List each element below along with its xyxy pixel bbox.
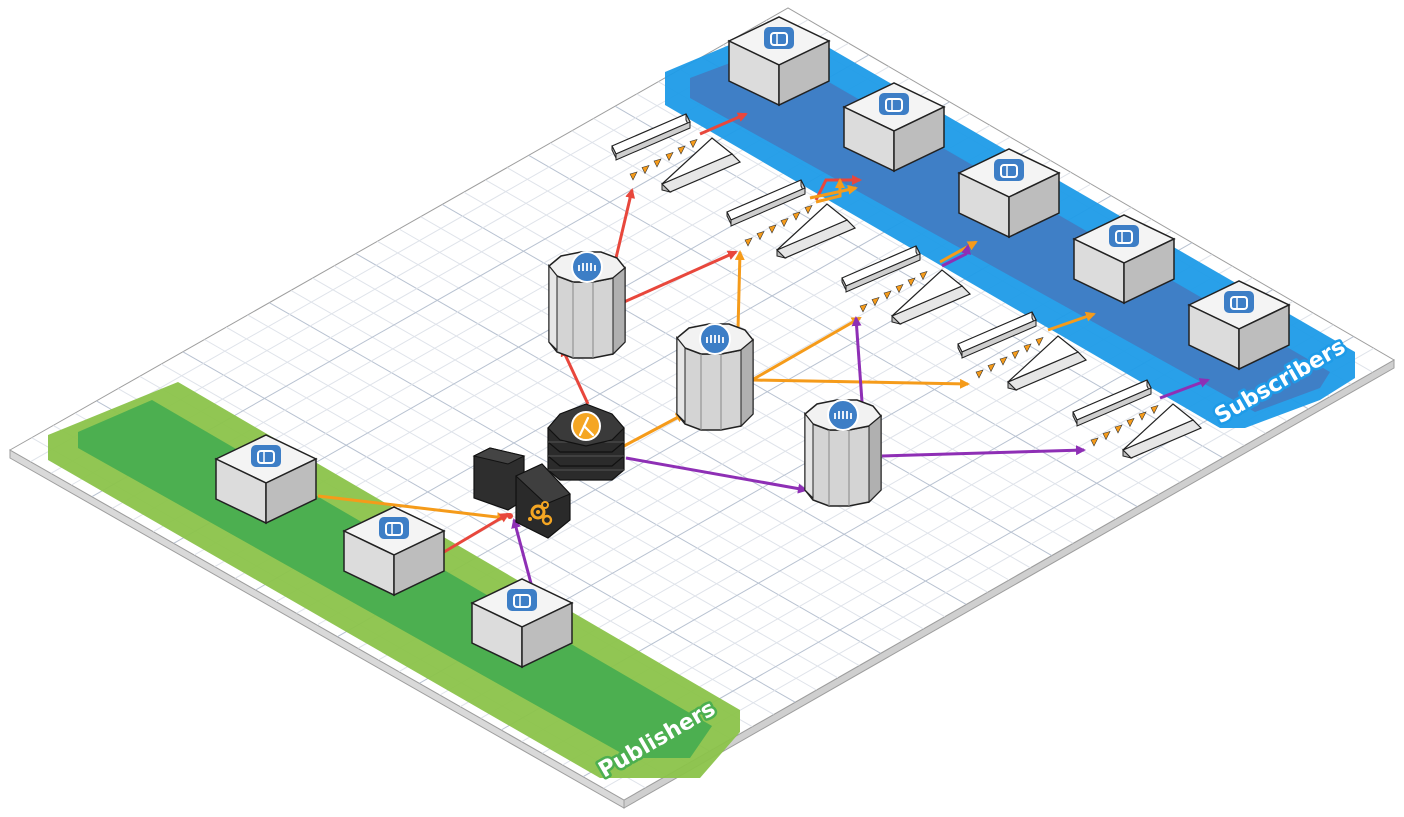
arrow-queue1-gate2 [623, 250, 738, 304]
nodes [214, 16, 1291, 669]
gate-3 [841, 245, 972, 325]
arrow-gate1-sub1 [699, 112, 748, 136]
publisher-2 [342, 506, 446, 597]
arrow-queue2-gate3 [751, 316, 862, 382]
chevron-icon [1150, 405, 1159, 415]
chevron-icon [641, 165, 650, 175]
chevron-icon [1035, 337, 1044, 347]
gate-5 [1072, 379, 1203, 459]
arrow-gate2-sub2-b [809, 184, 858, 200]
arrow-lambda-queue1 [560, 346, 590, 405]
chevron-icon [859, 303, 868, 313]
arrow-queue3-gate3 [851, 316, 864, 403]
client-icon [507, 589, 537, 611]
chevron-icon [653, 158, 662, 168]
client-icon [764, 27, 794, 49]
chevron-icon [1126, 418, 1135, 428]
client-icon [994, 159, 1024, 181]
arrow-gate2-sub2-red [814, 175, 862, 201]
gateway [472, 447, 571, 539]
arrow-pub1-gateway [317, 494, 507, 523]
subscriber-gates [611, 113, 1203, 459]
arrow-gate3-sub3-purple [941, 244, 971, 268]
publisher-3 [470, 578, 574, 669]
message-flows [317, 112, 1210, 603]
subscriber-5 [1187, 280, 1291, 371]
gate-4 [957, 311, 1088, 391]
chevron-icon [744, 237, 753, 247]
chevron-icon [883, 290, 892, 300]
subscriber-3 [957, 148, 1061, 239]
chevron-icon [689, 139, 698, 149]
chevron-icon [999, 356, 1008, 366]
subscriber-4 [1072, 214, 1176, 305]
subscriber-1 [727, 16, 831, 107]
chevron-icon [987, 363, 996, 373]
gateway-gear-icon [528, 501, 553, 526]
chevron-icon [919, 271, 928, 281]
arrow-queue1-gate1 [614, 188, 636, 259]
client-icon [1109, 225, 1139, 247]
chevron-icon [895, 284, 904, 294]
chevron-icon [1011, 350, 1020, 360]
chevron-icon [1090, 437, 1099, 447]
client-icon [879, 93, 909, 115]
chevron-icon [907, 277, 916, 287]
queue-2 [675, 323, 755, 431]
chevron-icon [780, 218, 789, 228]
client-icon [379, 517, 409, 539]
chevron-icon [975, 369, 984, 379]
arrow-gate4-sub4 [1047, 311, 1096, 332]
arrow-lambda-queue3 [625, 456, 808, 494]
publisher-1 [214, 434, 318, 525]
queue-icon [827, 399, 859, 431]
chevron-icon [629, 171, 638, 181]
chevron-icon [768, 224, 777, 234]
chevron-icon [1023, 343, 1032, 353]
chevron-icon [1114, 424, 1123, 434]
chevron-icon [871, 297, 880, 307]
gate-1 [611, 113, 742, 193]
arrow-pub2-gateway [443, 512, 510, 554]
gate-2 [726, 179, 857, 259]
queue-3 [803, 399, 883, 507]
arrow-gate5-sub5 [1159, 378, 1210, 400]
chevron-icon [1138, 411, 1147, 421]
chevron-icon [792, 211, 801, 221]
client-icon [251, 445, 281, 467]
subscriber-2 [842, 82, 946, 173]
arrow-queue3-gate5 [881, 445, 1086, 458]
queue-icon [699, 323, 731, 355]
arrow-queue2-gate2 [734, 250, 745, 331]
chevron-icon [1102, 431, 1111, 441]
arrow-lambda-queue2 [623, 412, 686, 448]
queue-icon [571, 251, 603, 283]
lambda-stack [547, 403, 625, 481]
chevron-icon [665, 152, 674, 162]
chevron-icon [804, 205, 813, 215]
arrow-gate2-sub2-orange [815, 178, 845, 204]
join-point [507, 513, 513, 519]
chevron-icon [677, 145, 686, 155]
queue-1 [547, 251, 627, 359]
chevron-icon [756, 231, 765, 241]
lambda-icon [571, 411, 601, 441]
client-icon [1224, 291, 1254, 313]
